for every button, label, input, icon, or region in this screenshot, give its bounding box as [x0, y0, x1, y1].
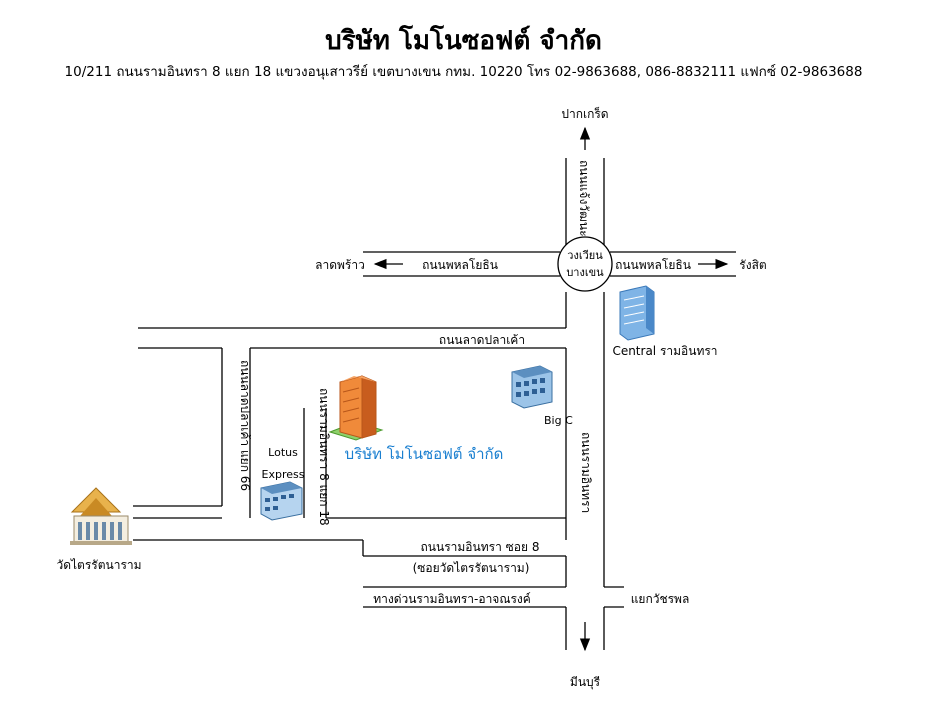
roundabout-label-2: บางเขน: [566, 266, 604, 279]
dest-west-label: ลาดพร้าว: [315, 258, 365, 272]
temple-icon: [70, 487, 132, 545]
lotus-label-2: Express: [262, 468, 305, 481]
road-lines: [133, 158, 736, 650]
road-chaengwattana: ถนนแจ้งวัฒนะ: [577, 160, 591, 237]
dest-north-label: ปากเกร็ด: [561, 106, 608, 121]
roundabout-label-1: วงเวียน: [567, 249, 603, 262]
roundabout-circle: [557, 236, 613, 292]
road-lat-pla-khao-66: ถนนลาดปลาเค้า แยก 66: [238, 360, 252, 491]
lotus-label-1: Lotus: [268, 446, 298, 459]
road-ram-inthra-8-18: ถนนรามอินทรา 8 แยก 18: [317, 388, 331, 526]
road-ram-inthra-soi8: ถนนรามอินทรา ซอย 8: [421, 540, 540, 554]
road-phahonyothin-east: ถนนพหลโยธิน: [615, 258, 691, 272]
central-label: Central รามอินทรา: [612, 344, 717, 358]
dest-south-label: มีนบุรี: [570, 675, 601, 690]
road-phahonyothin-west: ถนนพหลโยธิน: [422, 258, 498, 272]
company-map-label: บริษัท โมโนซอฟต์ จำกัด: [345, 445, 504, 463]
road-lat-pla-khao: ถนนลาดปลาเค้า: [439, 333, 525, 347]
road-ram-inthra: ถนนรามอินทรา: [579, 432, 593, 513]
bigc-label: Big C: [544, 414, 573, 427]
company-building-icon: [328, 375, 384, 441]
company-address: 10/211 ถนนรามอินทรา 8 แยก 18 แขวงอนุเสาว…: [64, 64, 863, 80]
lotus-building-icon: [260, 481, 303, 521]
dest-east-label: รังสิต: [739, 258, 766, 272]
bigc-building-icon: [511, 365, 553, 409]
page-title: บริษัท โมโนซอฟต์ จำกัด: [325, 26, 602, 56]
temple-label: วัดไตรรัตนาราม: [56, 558, 141, 572]
intersection-label: แยกวัชรพล: [631, 592, 690, 606]
road-soi-wat: (ซอยวัดไตรรัตนาราม): [413, 561, 530, 575]
road-expressway: ทางด่วนรามอินทรา-อาจณรงค์: [373, 592, 531, 606]
central-building-icon: [619, 285, 655, 341]
